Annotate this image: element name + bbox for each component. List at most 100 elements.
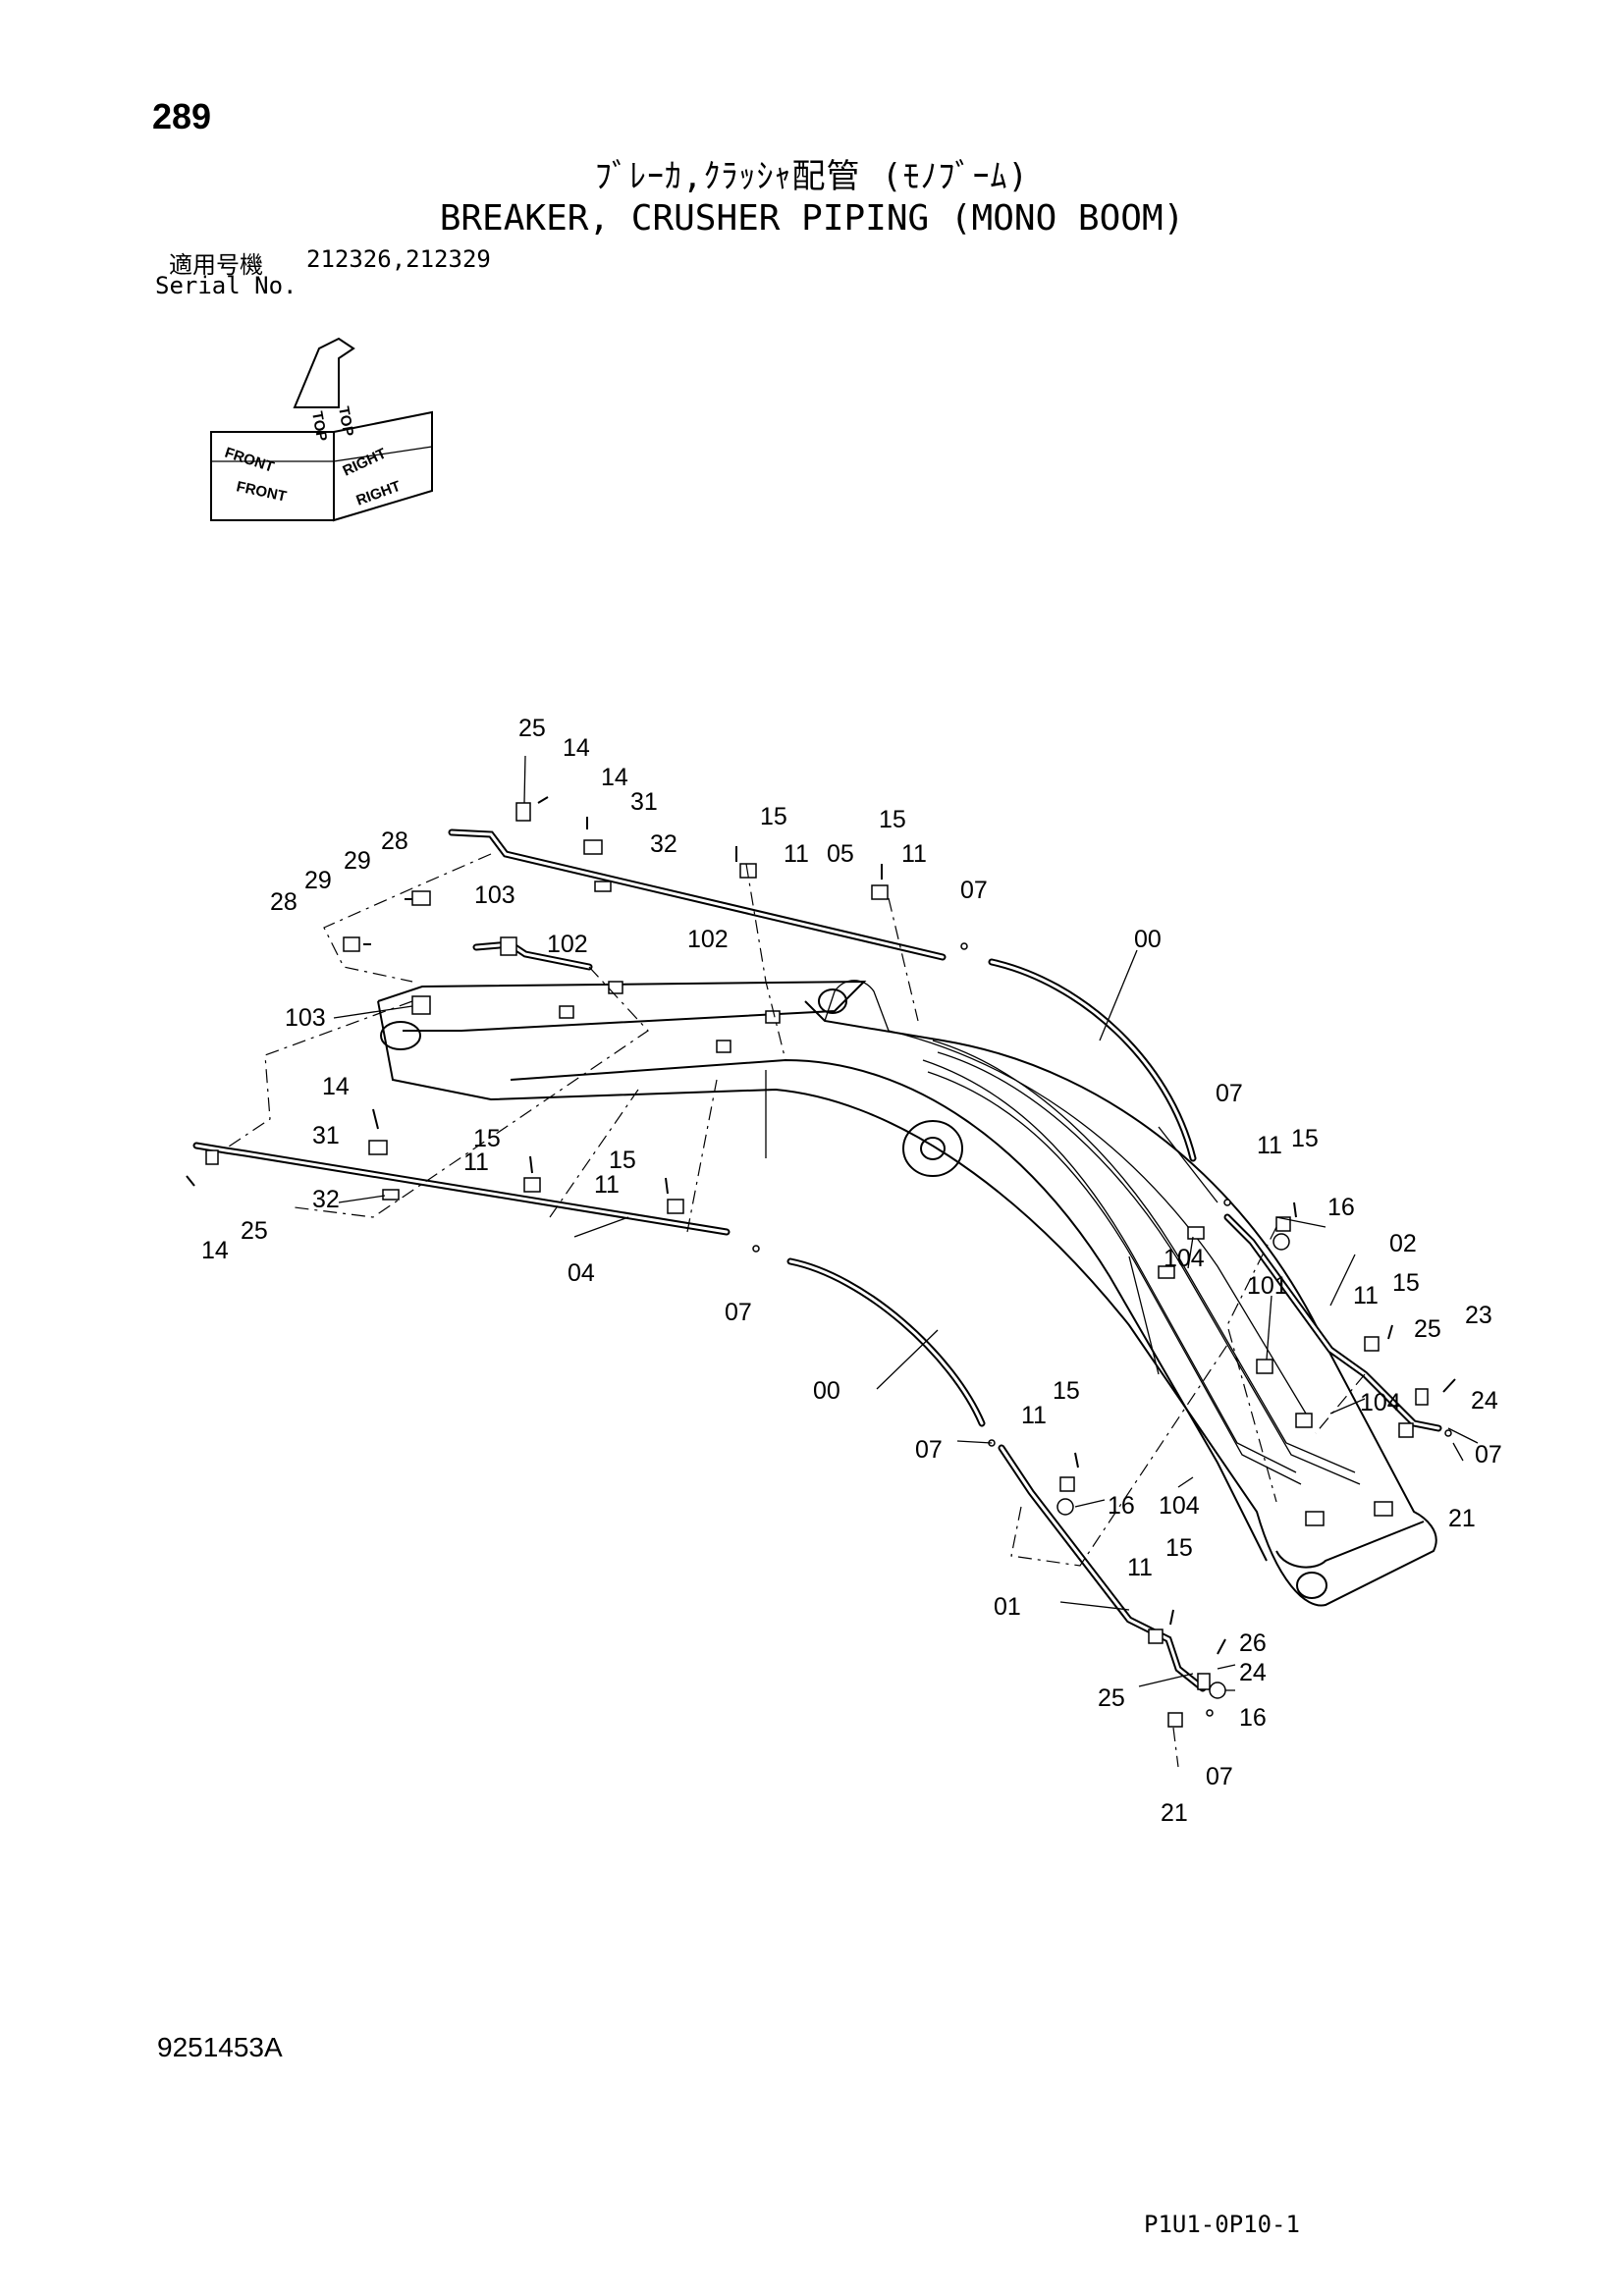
bracket-101-a [1256,1359,1273,1374]
boom-outline [377,980,1437,1607]
clamp-11-d [667,1199,684,1214]
leader-lines [333,755,1479,1691]
clamp-103-left [411,995,431,1015]
callout: 07 [1475,1441,1502,1468]
plug-07-a [960,942,968,950]
callout: 07 [915,1436,943,1464]
serial-label-japanese: 適用号機 [169,251,263,279]
orient-front-1: FRONT [223,445,276,476]
callout: 25 [1098,1684,1125,1712]
callout: 21 [1161,1799,1188,1827]
clamp-11-f [1364,1336,1380,1352]
callout: 11 [784,840,809,868]
orient-front-2: FRONT [235,478,288,505]
bracket-102-d [765,1010,781,1024]
callout: 103 [285,1004,326,1032]
fitting-21-right [1398,1422,1414,1438]
clamp-31-left [368,1140,388,1155]
callout: 15 [879,806,906,833]
pipe-05 [448,828,947,961]
bracket-104-c [1305,1511,1325,1526]
callout: 11 [594,1171,620,1199]
serial-values: 212326,212329 [306,245,491,273]
bracket-102-c [716,1040,731,1053]
callout: 14 [322,1073,350,1100]
clamp-25-left [205,1149,219,1165]
clamp-28-upper [411,890,431,906]
plug-07-b [752,1245,760,1253]
callout: 07 [1206,1763,1233,1790]
callout: 31 [630,788,658,816]
oring-16-c [1209,1682,1226,1699]
callout: 04 [568,1259,595,1287]
callout: 01 [994,1593,1021,1621]
oring-16-a [1272,1233,1290,1251]
clamp-28-lower [343,936,360,952]
callout: 26 [1239,1629,1267,1657]
callout: 11 [1127,1554,1153,1581]
callout: 31 [312,1122,340,1149]
callout: 103 [474,881,515,909]
callout: 104 [1360,1389,1401,1416]
callout: 00 [813,1377,840,1405]
callout: 25 [518,715,546,742]
bracket-102-a [559,1005,574,1019]
callout: 11 [1257,1132,1282,1159]
clamp-11-g [1059,1476,1075,1492]
callout: 102 [687,926,729,953]
bracket-102-b [608,981,623,994]
hose-00-upper [988,958,1197,1162]
callout: 15 [1165,1534,1193,1562]
clamp-103-top [500,936,517,956]
bracket-104-b [1187,1226,1205,1240]
callout: 101 [1247,1272,1288,1300]
clamp-32-top [594,881,612,892]
page-number: 289 [152,96,212,136]
clamp-11-c [523,1177,541,1193]
callout: 15 [609,1147,636,1174]
callout: 00 [1134,926,1162,953]
pipe-upper-left [472,940,593,971]
clamp-25-right [1415,1388,1429,1406]
pipe-02 [1223,1213,1442,1432]
callout: 25 [1414,1315,1441,1343]
callout: 07 [960,877,988,904]
clamp-11-b [871,884,889,900]
plug-07-c [1223,1199,1231,1206]
bracket-104-d [1374,1501,1393,1517]
callout: 29 [304,867,332,894]
callout: 15 [1392,1269,1420,1297]
callout: 16 [1108,1492,1135,1520]
callout: 16 [1239,1704,1267,1732]
callout: 15 [760,803,787,830]
hose-00-lower [786,1257,986,1427]
bracket-101-b [1295,1413,1313,1428]
fitting-21-bottom [1167,1712,1183,1728]
bracket-104-a [1158,1265,1175,1279]
serial-label-english: Serial No. [155,272,298,299]
callout: 21 [1448,1505,1476,1532]
plug-07-f [1206,1709,1214,1717]
clamp-11-a [739,863,757,879]
callout: 104 [1164,1245,1205,1272]
callout: 28 [270,888,298,916]
callout: 05 [827,840,854,868]
callout: 11 [1021,1402,1047,1429]
orient-right-2: RIGHT [354,478,404,509]
orient-top-2: TOP [335,405,356,438]
callout: 102 [547,931,588,958]
assembly-lines [225,853,1366,1768]
callout: 32 [312,1186,340,1213]
callout: 07 [725,1299,752,1326]
callout: 15 [1053,1377,1080,1405]
clamp-11-h [1148,1629,1164,1644]
orient-right-1: RIGHT [341,445,389,479]
callout: 14 [201,1237,229,1264]
clamp-31-top [583,839,603,855]
callout: 11 [463,1148,489,1176]
clamp-11-e [1275,1216,1291,1232]
callout: 15 [473,1125,501,1152]
clamp-25-top [515,802,531,822]
callout: 14 [601,764,628,791]
